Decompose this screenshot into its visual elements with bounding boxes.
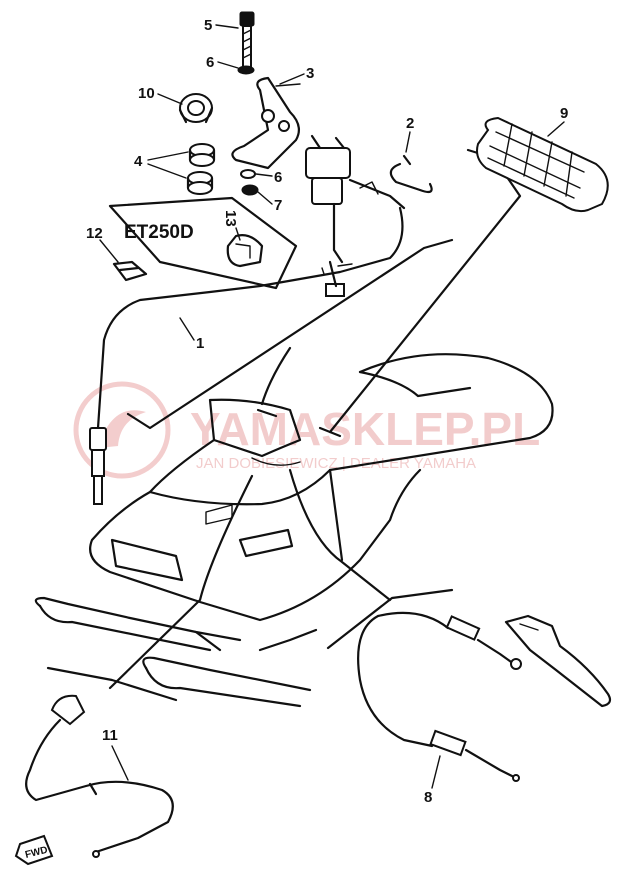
clamp-part — [112, 260, 148, 282]
callout-8: 8 — [424, 789, 432, 806]
collar-part — [178, 93, 214, 124]
brake-cable — [357, 611, 520, 782]
callout-7: 7 — [274, 197, 282, 214]
model-inset-box: ET250D — [108, 196, 298, 290]
model-label: ET250D — [124, 222, 194, 243]
callout-1: 1 — [196, 335, 204, 352]
callout-6-bottom: 6 — [274, 169, 282, 186]
callout-9: 9 — [560, 105, 568, 122]
callout-11: 11 — [102, 727, 118, 744]
callout-12: 12 — [86, 225, 103, 242]
brake-lever — [504, 614, 612, 708]
bolt-part — [239, 11, 255, 69]
insert-part — [226, 234, 264, 268]
fwd-label: FWD — [24, 845, 49, 861]
callout-4: 4 — [134, 153, 143, 170]
throttle-cable — [89, 206, 404, 505]
watermark-subtitle: JAN DOBIESIEWICZ | DEALER YAMAHA — [196, 455, 476, 472]
callout-13: 13 — [222, 210, 239, 227]
throttle-housing — [305, 134, 406, 297]
watermark-title: YAMASKLEP.PL — [190, 403, 540, 455]
watermark: YAMASKLEP.PL JAN DOBIESIEWICZ | DEALER Y… — [73, 381, 540, 479]
watermark-logo — [73, 381, 171, 479]
clip-part — [389, 154, 433, 194]
callout-5: 5 — [204, 17, 212, 34]
callout-2: 2 — [406, 115, 414, 132]
bracket-plate — [231, 76, 301, 170]
grip-part — [476, 116, 609, 213]
washer-parts — [237, 65, 259, 196]
callout-6-top: 6 — [206, 54, 214, 71]
callout-10: 10 — [138, 85, 155, 102]
damper-parts — [186, 143, 216, 195]
callout-3: 3 — [306, 65, 314, 82]
forward-arrow: FWD — [14, 834, 54, 866]
watermark-logo-mark — [98, 410, 146, 448]
callouts: 5 6 3 10 2 9 4 6 7 13 12 1 11 8 — [86, 17, 568, 806]
switch-cable — [25, 694, 174, 858]
